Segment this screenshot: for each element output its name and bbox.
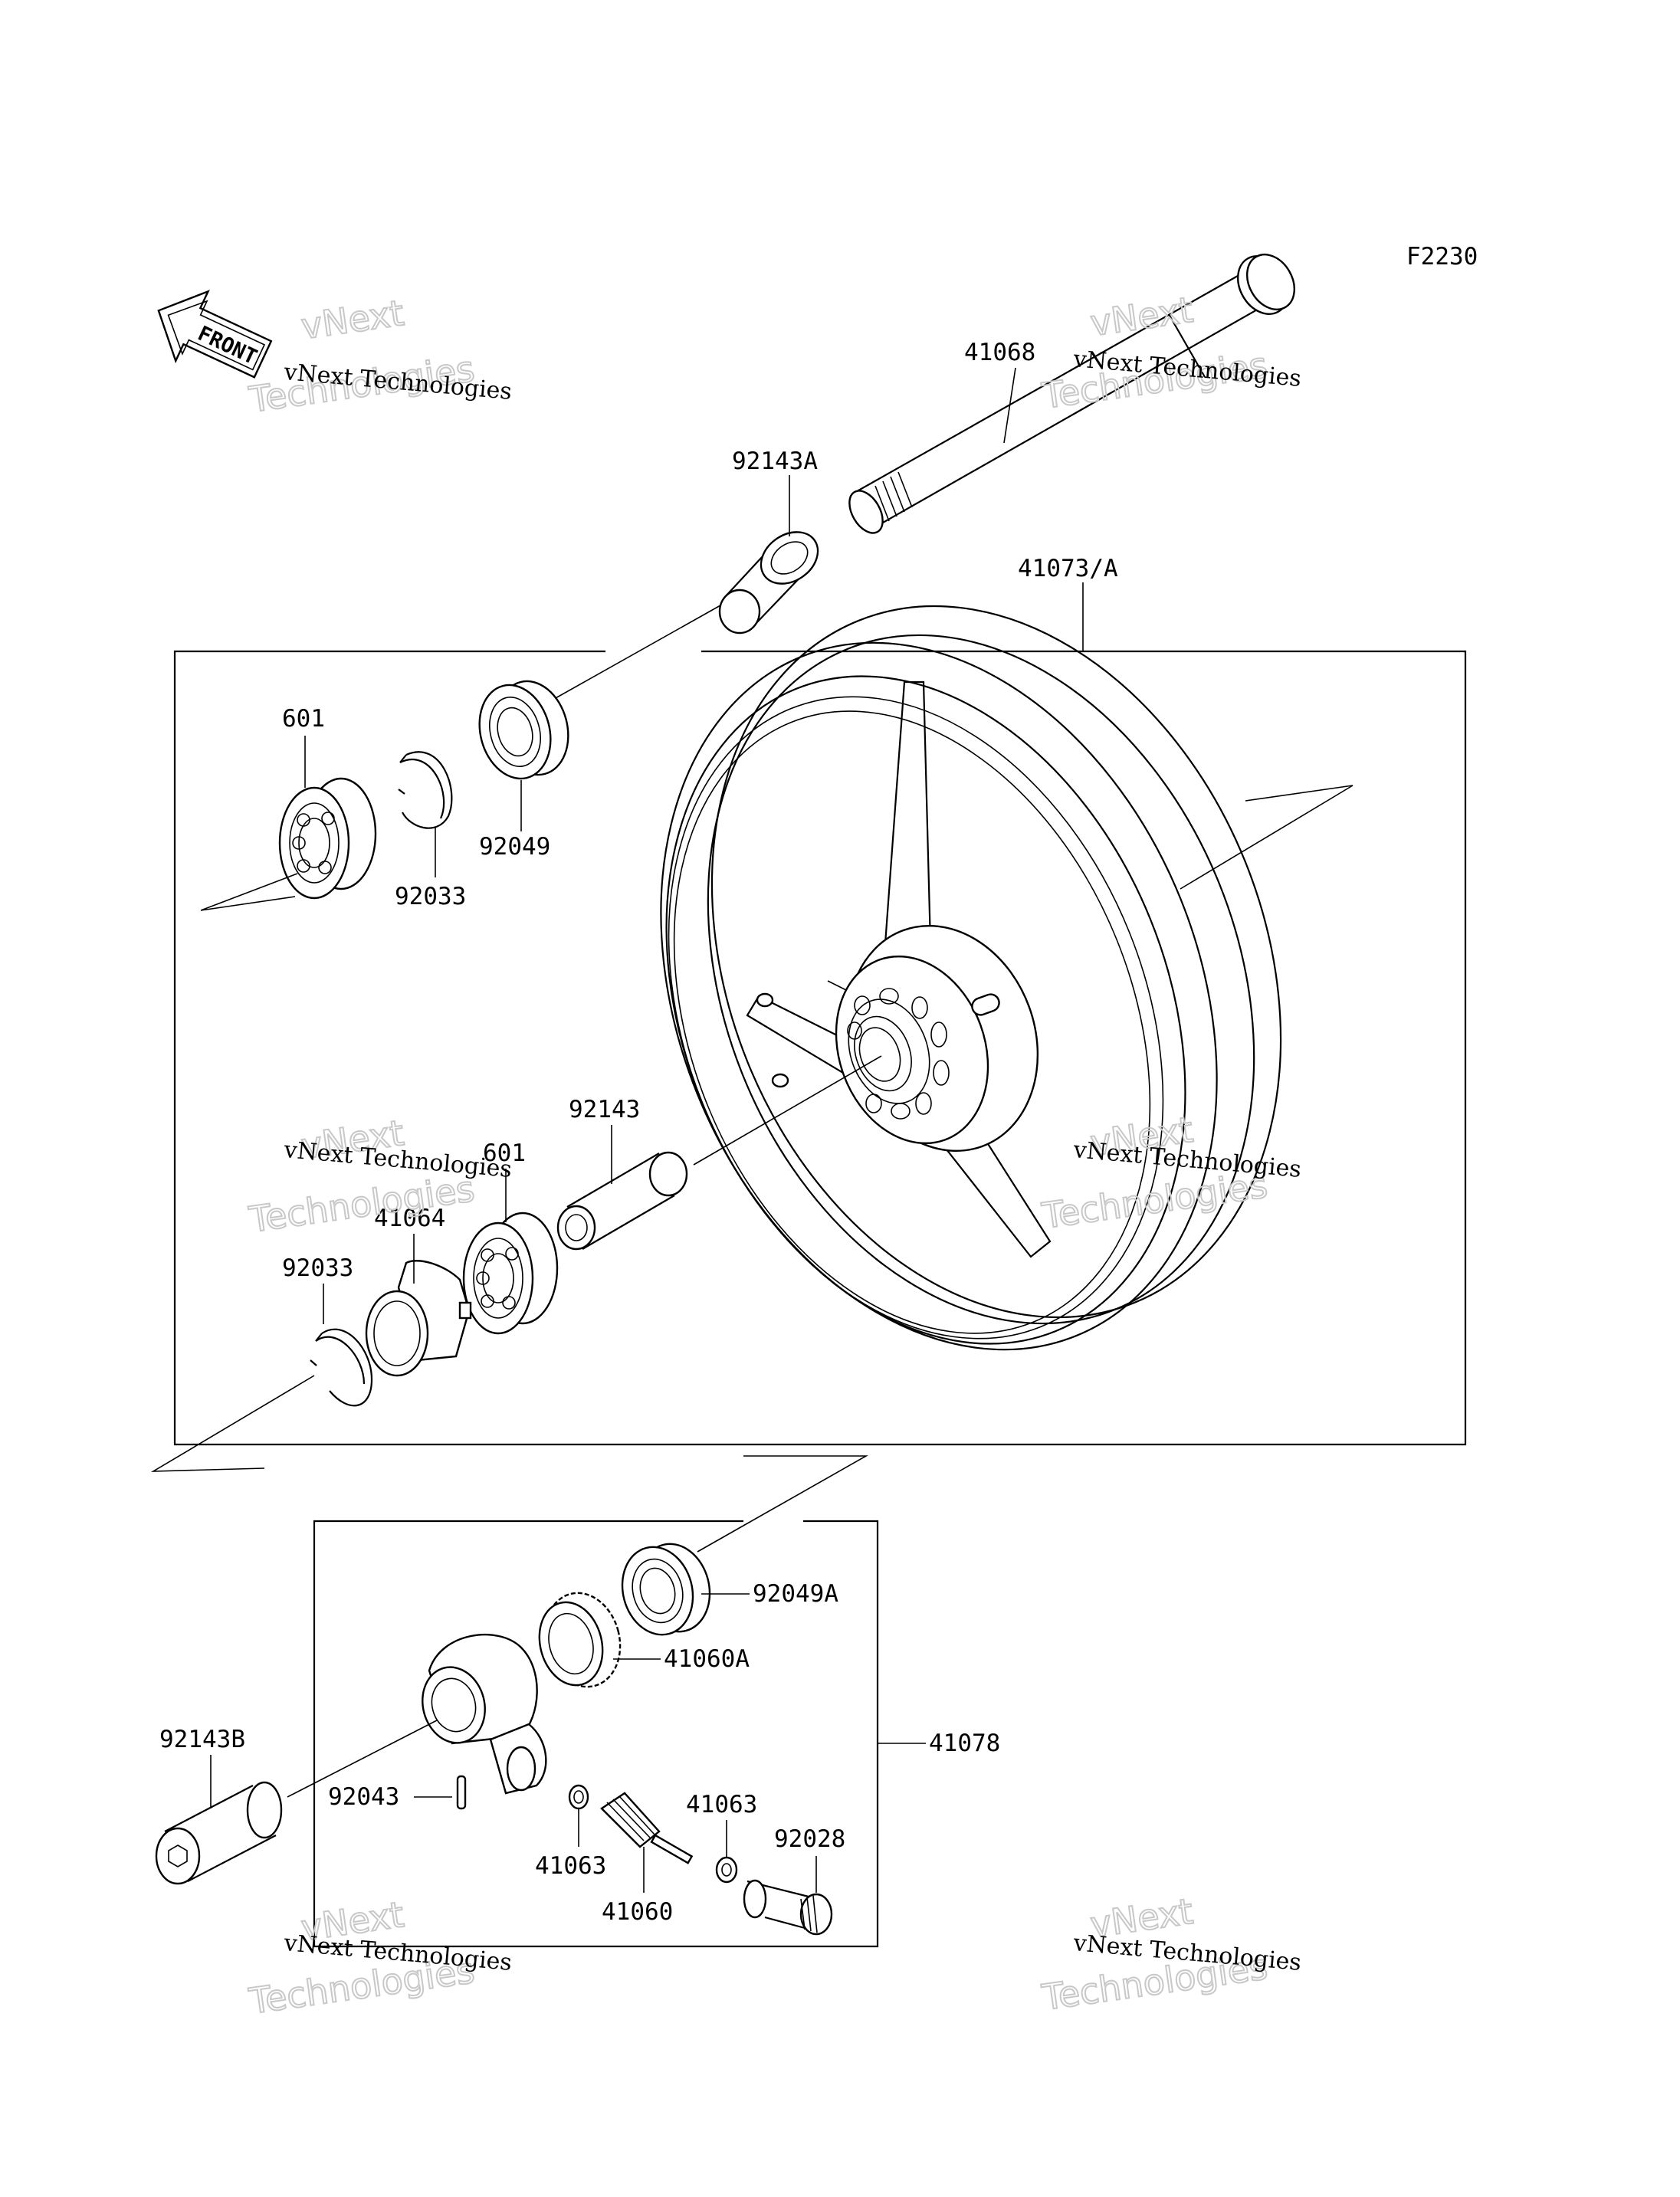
bushing-92028-part xyxy=(743,1879,833,1936)
collar-92143A-part xyxy=(718,531,819,635)
washer-41063-left-part xyxy=(568,1784,589,1810)
label-41060: 41060 xyxy=(602,1898,673,1926)
label-92049: 92049 xyxy=(479,833,550,861)
leader-41068 xyxy=(1003,367,1016,444)
label-92043: 92043 xyxy=(328,1783,399,1811)
label-41060A: 41060A xyxy=(664,1645,750,1673)
bearing-601-upper-part xyxy=(278,777,377,900)
axis-line-left-lower xyxy=(150,1375,315,1472)
gearbox-housing-part xyxy=(422,1633,547,1795)
pinion-41060-part xyxy=(600,1792,694,1864)
figure-code: F2230 xyxy=(1406,243,1478,271)
axis-line-left-upper xyxy=(200,873,298,911)
gear-41060A-part xyxy=(538,1592,622,1688)
label-92049A: 92049A xyxy=(753,1580,838,1608)
seal-92049-part xyxy=(478,680,569,780)
watermark-top-right: vNext Technologies xyxy=(1039,288,1271,418)
label-92028: 92028 xyxy=(774,1825,845,1853)
label-41063-left: 41063 xyxy=(535,1852,606,1880)
label-601-upper: 601 xyxy=(282,705,325,733)
axis-line-center xyxy=(693,1055,882,1166)
gearbox-assembly-box xyxy=(313,1520,879,1948)
axis-line-right xyxy=(1180,785,1354,890)
watermark-top-left: vNext Technologies xyxy=(245,291,477,421)
label-92033-lower: 92033 xyxy=(282,1254,353,1282)
label-41064: 41064 xyxy=(374,1205,445,1232)
label-41068: 41068 xyxy=(964,339,1035,366)
label-92033-upper: 92033 xyxy=(395,883,466,910)
svg-text:vNext: vNext xyxy=(299,292,407,347)
label-92143A: 92143A xyxy=(732,448,818,475)
axis-line-link xyxy=(697,1455,869,1553)
axis-line-lower xyxy=(287,1720,438,1798)
label-41073A: 41073/A xyxy=(1018,555,1118,582)
collar-92143-part xyxy=(556,1151,688,1251)
label-41078: 41078 xyxy=(929,1730,1000,1757)
seal-92049A-part xyxy=(621,1543,711,1636)
washer-41063-right-part xyxy=(715,1856,738,1884)
bearing-601-lower-part xyxy=(462,1212,559,1335)
collar-41064-part xyxy=(365,1260,472,1377)
label-92143B: 92143B xyxy=(159,1726,245,1753)
svg-text:vNext: vNext xyxy=(1088,289,1196,344)
label-92143: 92143 xyxy=(569,1096,640,1123)
front-arrow-icon: FRONT xyxy=(157,290,273,379)
label-41063-right: 41063 xyxy=(686,1791,757,1818)
label-601-lower: 601 xyxy=(483,1139,526,1167)
wheel-part xyxy=(660,605,1282,1351)
axle-part xyxy=(848,254,1296,534)
collar-92143B-part xyxy=(155,1781,283,1885)
axis-line-upper xyxy=(536,605,721,710)
wheel-assembly-box xyxy=(173,650,1467,1446)
pin-92043-part xyxy=(456,1775,467,1810)
circlip-92033-upper-part xyxy=(398,751,453,829)
circlip-92033-lower-part xyxy=(310,1328,373,1407)
